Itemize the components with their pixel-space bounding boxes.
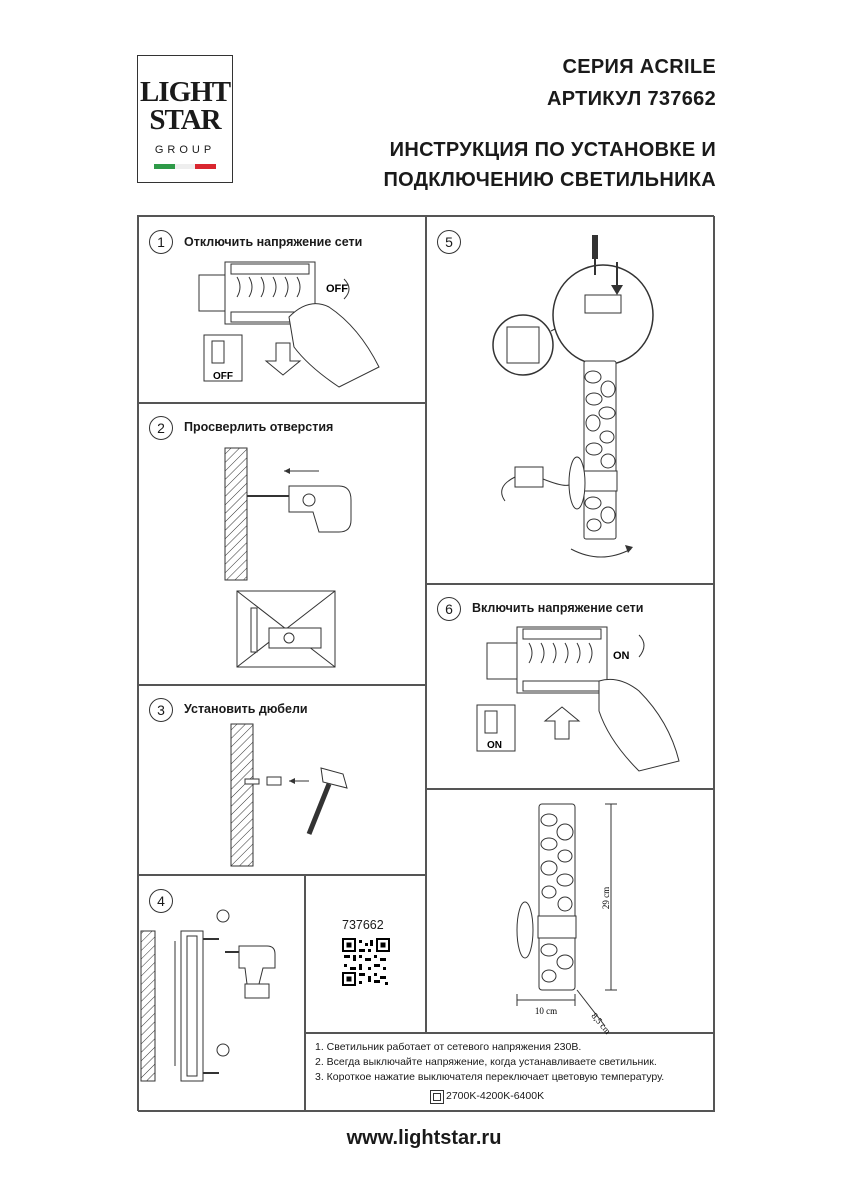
height-dimension: 29 cm — [601, 887, 611, 909]
note-2: 2. Всегда выключайте напряжение, когда у… — [315, 1056, 657, 1068]
logo-line-group: GROUP — [154, 144, 216, 156]
step-6-label: Включить напряжение сети — [472, 601, 644, 615]
website-url[interactable]: www.lightstar.ru — [346, 1127, 502, 1149]
off-panel-text: OFF — [213, 371, 233, 382]
product-code: 737662 — [342, 918, 384, 932]
step-4-panel: 4 — [138, 875, 305, 1112]
qr-code — [342, 938, 390, 986]
logo-line-light: LIGHT — [139, 76, 231, 108]
step-6-panel: 6 Включить напряжение сети ON ON — [426, 584, 715, 789]
italian-flag-stripe — [154, 164, 217, 169]
mounting-bracket-illustration — [140, 909, 276, 1082]
drilling-illustration — [224, 447, 352, 668]
breaker-off-illustration: OFF OFF — [198, 261, 380, 388]
step-1-number: 1 — [149, 230, 173, 254]
logo-line-star: STAR — [149, 104, 221, 136]
step-5-panel: 5 — [426, 216, 715, 584]
brand-logo: LIGHT STAR GROUP — [137, 55, 233, 183]
step-5-number: 5 — [437, 230, 461, 254]
step-3-label: Установить дюбели — [184, 702, 308, 716]
width-dimension: 10 cm — [535, 1006, 557, 1016]
product-code-panel: 737662 — [305, 875, 426, 1033]
step-6-number: 6 — [437, 597, 461, 621]
depth-dimension: 8,5 cm — [589, 1011, 612, 1036]
step-3-number: 3 — [149, 698, 173, 722]
color-temperature: 2700K-4200K-6400K — [446, 1090, 545, 1102]
instruction-title-line1: ИНСТРУКЦИЯ ПО УСТАНОВКЕ И — [389, 139, 716, 161]
note-3: 3. Короткое нажатие выключателя переключ… — [315, 1071, 665, 1083]
step-2-label: Просверлить отверстия — [184, 420, 334, 434]
on-panel-text: ON — [487, 740, 502, 751]
off-switch-text: OFF — [326, 283, 348, 295]
dowel-illustration — [230, 723, 348, 867]
lamp-dimension-drawing: 29 cm 10 cm 8,5 cm — [516, 803, 617, 1036]
notes-panel: 1. Светильник работает от сетевого напря… — [305, 1033, 715, 1112]
dimensions-panel: 29 cm 10 cm 8,5 cm — [426, 789, 715, 1036]
push-switch-icon — [430, 1090, 444, 1104]
step-1-panel: 1 Отключить напряжение сети OFF OFF — [138, 216, 426, 403]
wiring-assembly-illustration — [492, 235, 654, 558]
step-2-panel: 2 Просверлить отверстия — [138, 403, 426, 685]
note-1: 1. Светильник работает от сетевого напря… — [315, 1041, 582, 1053]
on-switch-text: ON — [613, 650, 630, 662]
breaker-on-illustration: ON ON — [476, 626, 680, 772]
instruction-grid: 1 Отключить напряжение сети OFF OFF 2 Пр… — [137, 215, 715, 1112]
step-1-label: Отключить напряжение сети — [184, 235, 363, 249]
step-3-panel: 3 Установить дюбели — [138, 685, 426, 875]
article-number: АРТИКУЛ 737662 — [546, 88, 716, 110]
instruction-title-line2: ПОДКЛЮЧЕНИЮ СВЕТИЛЬНИКА — [383, 169, 716, 191]
step-4-number: 4 — [149, 889, 173, 913]
series-title: СЕРИЯ ACRILE — [562, 56, 716, 78]
step-2-number: 2 — [149, 416, 173, 440]
